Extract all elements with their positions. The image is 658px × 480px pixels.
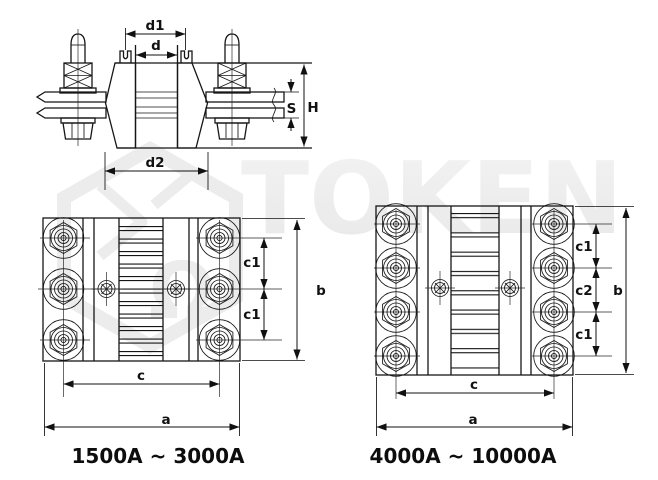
dimension-s: S bbox=[284, 79, 299, 131]
dim-label-c1: c1 bbox=[243, 255, 260, 271]
dimension-h: H bbox=[300, 64, 319, 147]
dimension-b-large: b bbox=[575, 206, 634, 375]
side-bolt-right bbox=[213, 28, 251, 147]
dim-label-c: c bbox=[137, 368, 145, 384]
dim-label-c1: c1 bbox=[575, 327, 592, 343]
dim-label-s: S bbox=[287, 101, 297, 117]
dimension-d1: d1 bbox=[125, 18, 186, 50]
caption-1500a-3000a: 1500A ~ 3000A bbox=[72, 444, 245, 468]
dimension-c1-top-small: c1 bbox=[243, 238, 268, 289]
dim-label-b: b bbox=[613, 283, 623, 299]
dimension-d: d bbox=[136, 38, 177, 59]
dimension-d2: d2 bbox=[104, 152, 209, 190]
dimension-c-small: c bbox=[63, 368, 220, 388]
resistance-strips bbox=[119, 222, 163, 357]
sense-tab-right bbox=[180, 50, 193, 63]
front-view-1500a-3000a: c1 c1 b c a 1500A ~ 3000A bbox=[38, 217, 326, 468]
dim-label-a: a bbox=[468, 412, 477, 428]
dimension-c1-bottom-large: c1 bbox=[575, 312, 600, 356]
dim-label-c1: c1 bbox=[575, 239, 592, 255]
sense-tab-left bbox=[119, 50, 132, 63]
dim-label-b: b bbox=[316, 283, 326, 299]
caption-4000a-10000a: 4000A ~ 10000A bbox=[370, 444, 557, 468]
dimension-c2-large: c2 bbox=[575, 268, 600, 312]
dim-label-d2: d2 bbox=[145, 155, 164, 171]
dimension-c1-top-large: c1 bbox=[575, 224, 600, 268]
front-view-4000a-10000a: c1 c2 c1 b c a 4000A ~ 10000A bbox=[370, 203, 634, 468]
side-view: d1 d d2 S H bbox=[35, 18, 319, 190]
dimension-b-small: b bbox=[242, 218, 326, 361]
dim-label-c2: c2 bbox=[575, 283, 592, 299]
token-watermark: Ω TOKEN bbox=[57, 140, 623, 355]
dimension-c1-bottom-small: c1 bbox=[243, 289, 268, 340]
token-watermark-text: TOKEN bbox=[241, 140, 623, 257]
dimension-c-large: c bbox=[396, 377, 554, 397]
dim-label-d1: d1 bbox=[145, 18, 164, 34]
dim-label-c: c bbox=[470, 377, 478, 393]
dim-label-d: d bbox=[151, 38, 161, 54]
right-wedge-block bbox=[176, 62, 209, 149]
dim-label-h: H bbox=[307, 100, 318, 116]
dim-label-c1: c1 bbox=[243, 307, 260, 323]
dim-label-a: a bbox=[161, 412, 170, 428]
side-bolt-left bbox=[59, 28, 97, 147]
resistance-strips bbox=[451, 209, 499, 371]
dimension-a-small: a bbox=[44, 363, 240, 436]
dimension-a-large: a bbox=[376, 377, 573, 436]
left-wedge-block bbox=[104, 62, 137, 149]
sense-screw bbox=[91, 271, 122, 307]
